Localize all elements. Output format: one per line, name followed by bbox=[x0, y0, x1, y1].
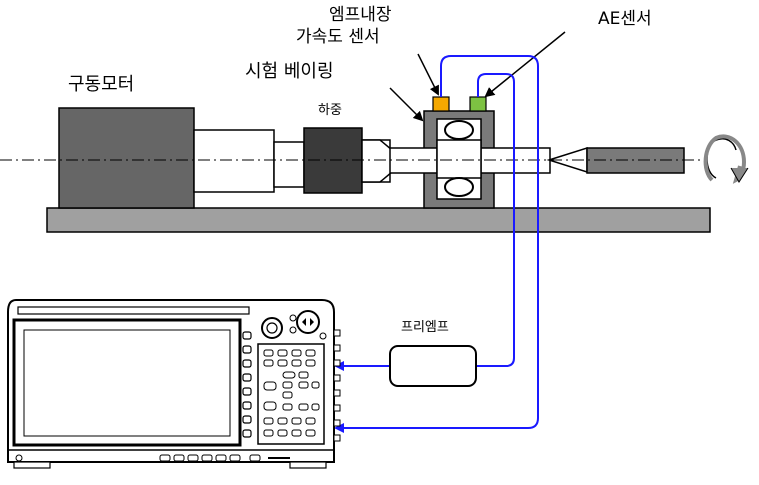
label-accel-sensor-line1: 엠프내장 bbox=[329, 5, 392, 25]
drive-motor bbox=[58, 107, 195, 209]
shaft-taper bbox=[361, 139, 393, 183]
label-test-bearing: 시험 베이링 bbox=[245, 61, 334, 82]
cable-accel-to-scope bbox=[334, 55, 539, 433]
label-load: 하중 bbox=[318, 103, 342, 118]
pointer-test-bearing bbox=[389, 87, 424, 122]
label-preamp: 프리엠프 bbox=[401, 320, 449, 335]
preamp-box bbox=[389, 345, 477, 387]
accel-sensor bbox=[432, 96, 450, 112]
pointer-ae-sensor bbox=[484, 31, 566, 98]
rotation-arrow-icon bbox=[703, 134, 749, 184]
coupling-large bbox=[193, 129, 275, 193]
label-ae-sensor: AE센서 bbox=[598, 9, 652, 29]
label-accel-sensor-line2: 가속도 센서 bbox=[296, 27, 380, 47]
shaft-segment-1 bbox=[273, 141, 305, 188]
test-bearing-element bbox=[436, 118, 482, 200]
ae-sensor bbox=[469, 96, 487, 112]
pointer-accel-sensor bbox=[417, 53, 439, 96]
base-plate bbox=[46, 207, 711, 233]
cable-ae-to-preamp bbox=[476, 73, 515, 367]
label-drive-motor: 구동모터 bbox=[68, 74, 135, 95]
oscilloscope bbox=[7, 299, 341, 469]
